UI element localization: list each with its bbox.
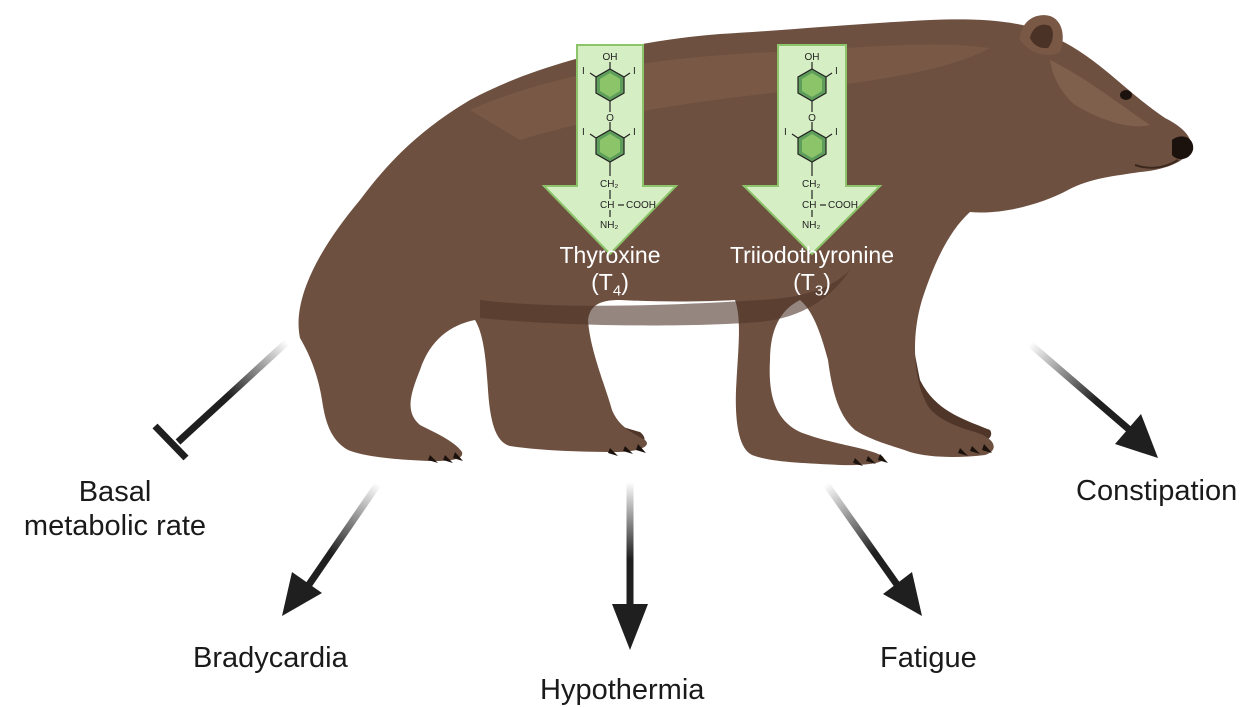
t4-iodine-left-bottom: I [582,127,585,138]
t3-oh-label: OH [805,52,820,63]
t3-bridge-oxygen: O [808,113,816,124]
bmr-label-line2: metabolic rate [10,509,220,543]
t3-iodine-right-bottom: I [835,127,838,138]
bear-nose [1172,136,1193,159]
t4-oh-label: OH [603,52,618,63]
fatigue-label: Fatigue [880,641,977,675]
thyroxine-name: Thyroxine [548,242,672,269]
hypothermia-arrow [612,482,648,650]
triiodothyronine-label: Triiodothyronine (T3) [714,242,910,305]
bear-illustration [299,15,1194,466]
constipation-label: Constipation [1076,474,1237,508]
fatigue-arrow [826,484,922,616]
bmr-label-line1: Basal [10,475,220,509]
t4-nh2-label: NH₂ [600,220,618,231]
triiodothyronine-abbreviation: (T3) [714,269,910,305]
t4-iodine-right-top: I [633,66,636,77]
t4-iodine-left-top: I [582,66,585,77]
constipation-arrow [1030,344,1158,458]
t3-cooh-label: COOH [828,200,858,211]
t3-iodine-right-top: I [835,66,838,77]
t4-ch-label: CH [600,200,614,211]
bmr-label: Basal metabolic rate [10,475,220,543]
bradycardia-label: Bradycardia [193,641,348,675]
t4-cooh-label: COOH [626,200,656,211]
t3-ch2-label: CH₂ [802,179,820,190]
t4-bridge-oxygen: O [606,113,614,124]
t4-ch2-label: CH₂ [600,179,618,190]
t4-iodine-right-bottom: I [633,127,636,138]
t3-iodine-left-bottom: I [784,127,787,138]
bmr-inhibition-arrow [155,342,287,458]
hypothermia-label: Hypothermia [540,673,704,707]
triiodothyronine-name: Triiodothyronine [714,242,910,269]
thyroxine-label: Thyroxine (T4) [548,242,672,305]
t3-ch-label: CH [802,200,816,211]
t3-nh2-label: NH₂ [802,220,820,231]
bradycardia-arrow [282,484,378,616]
thyroxine-abbreviation: (T4) [548,269,672,305]
bear-eye [1120,90,1132,100]
